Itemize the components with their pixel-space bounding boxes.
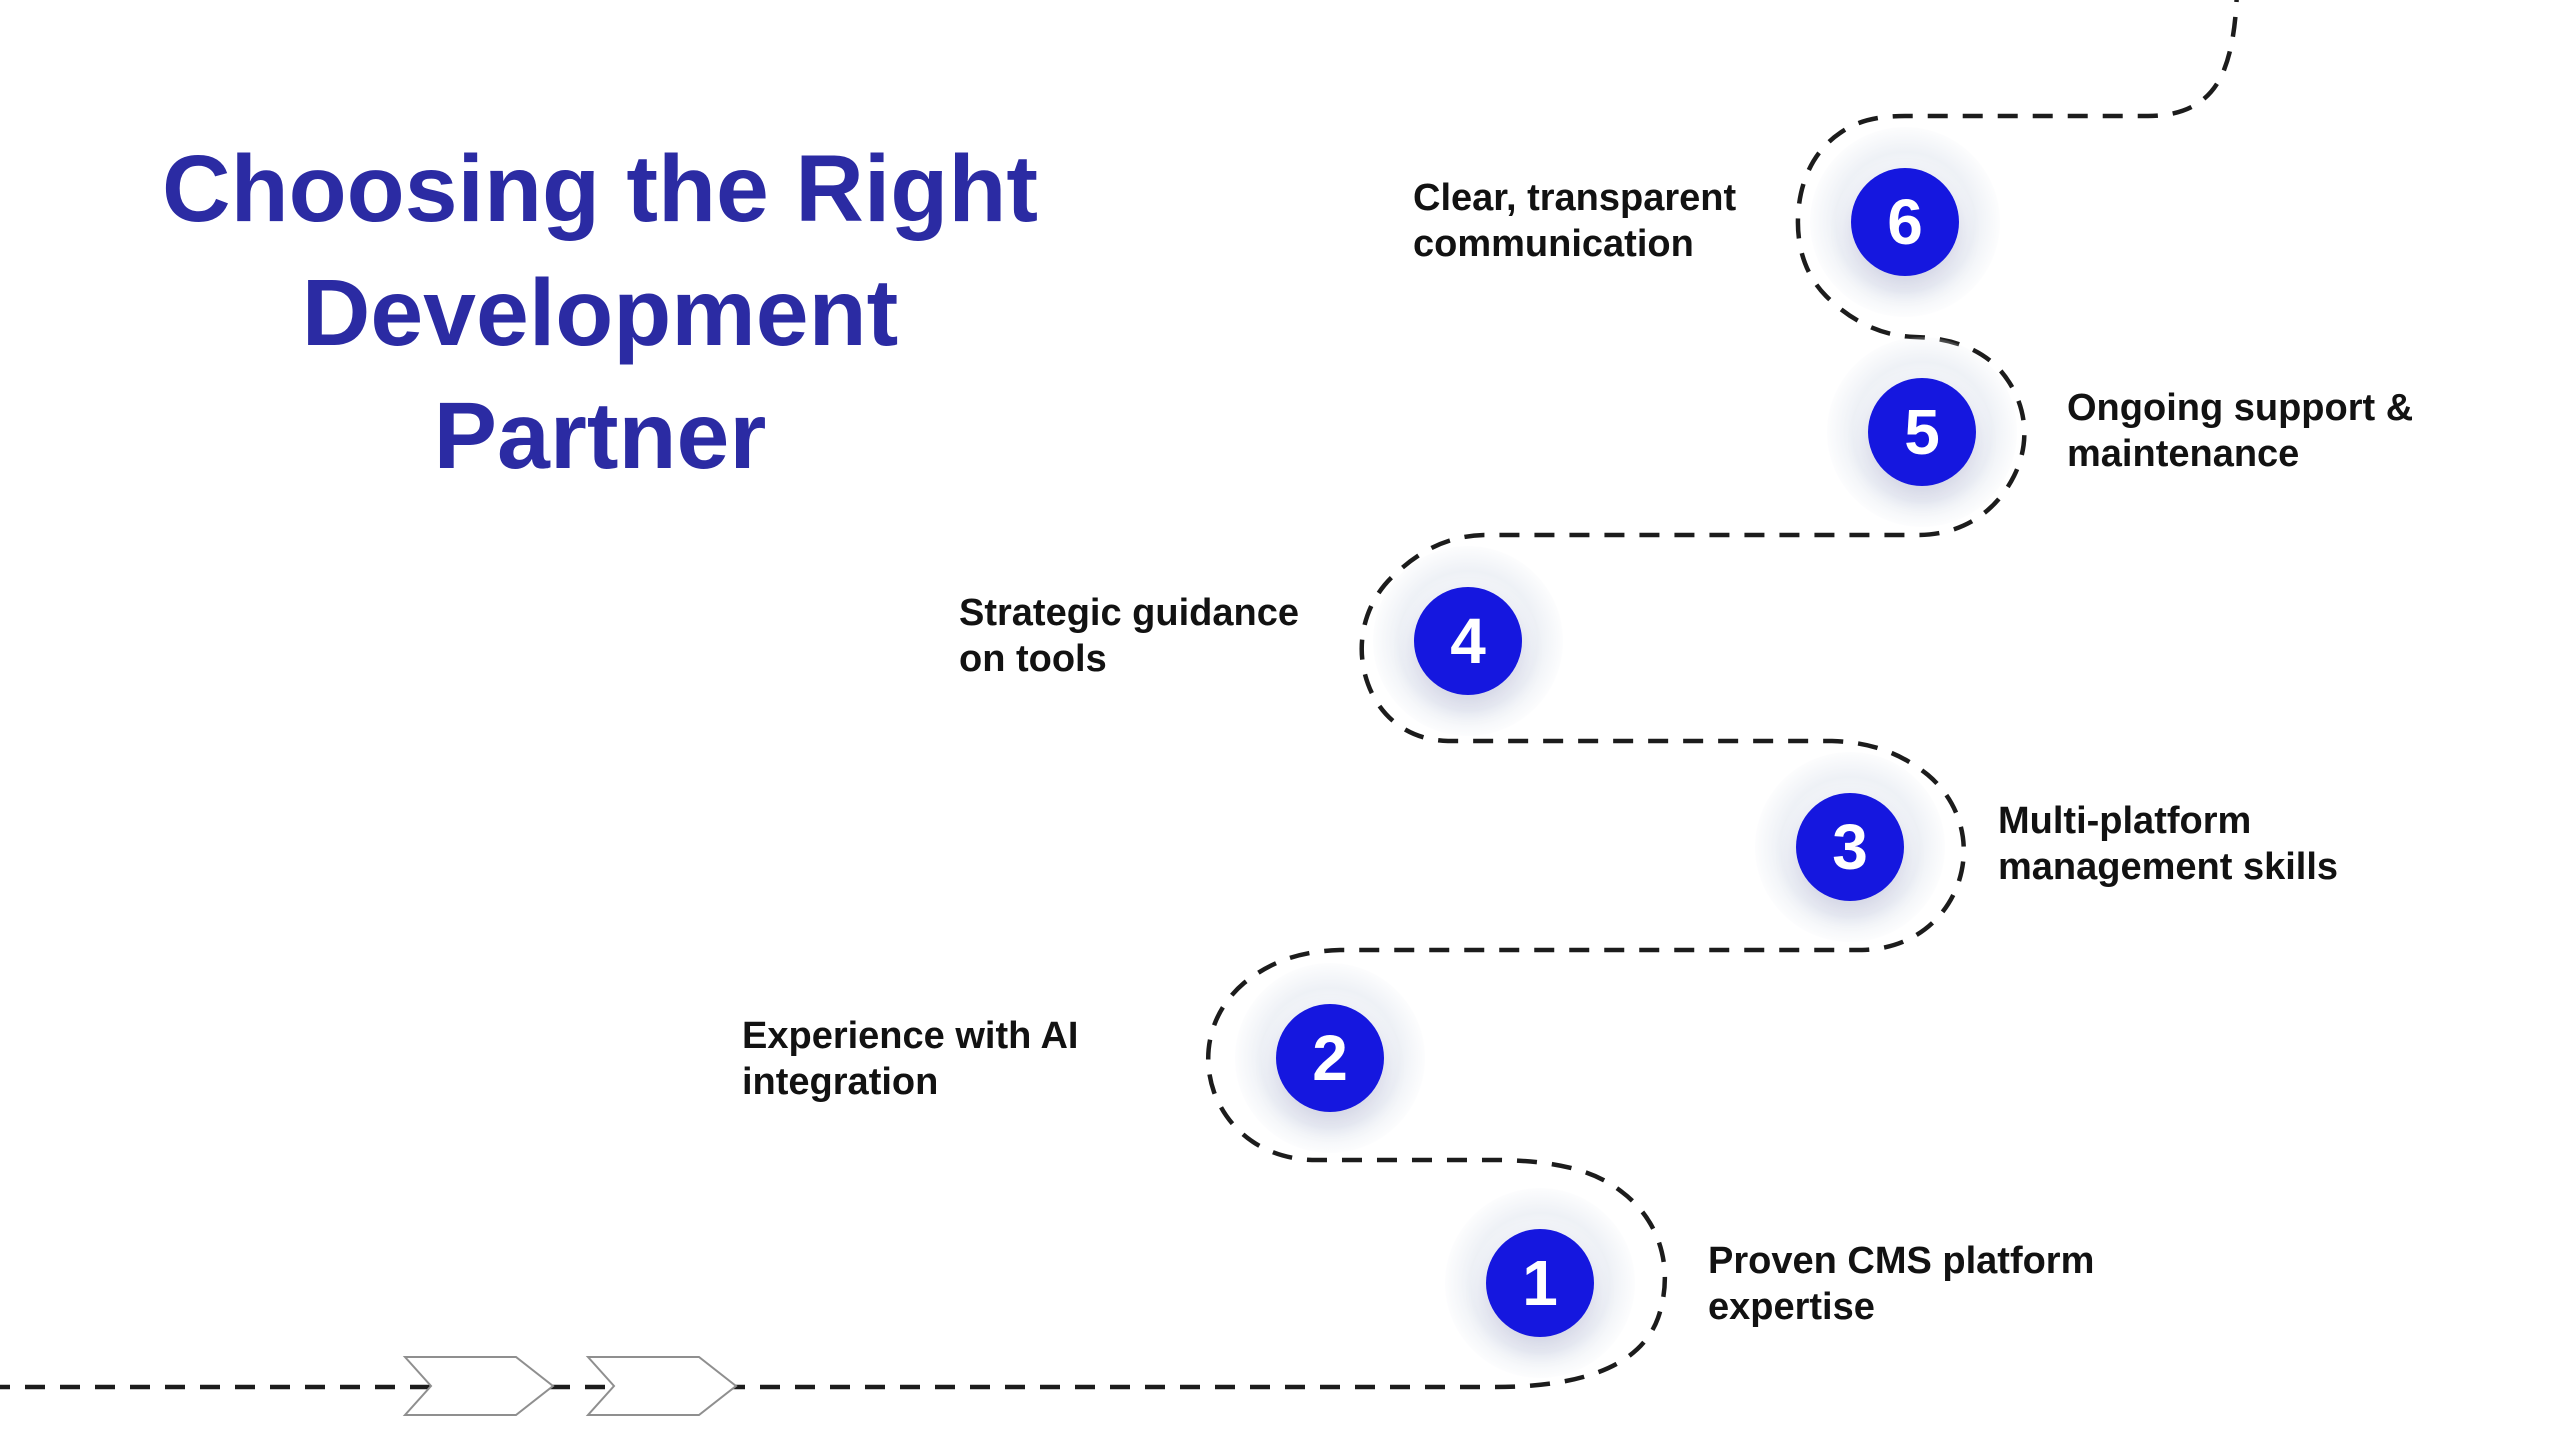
step-number-badge: 5 <box>1868 378 1976 486</box>
dashed-trail-path <box>0 0 2239 1390</box>
step-node-5: 5 <box>1827 337 2017 527</box>
step-label-5: Ongoing support & maintenance <box>2067 387 2414 476</box>
step-label-6: Clear, transparent communication <box>1413 177 1737 266</box>
page-title: Choosing the Right Development Partner <box>162 136 1038 489</box>
step-node-1: 1 <box>1445 1188 1635 1378</box>
step-node-6: 6 <box>1810 127 2000 317</box>
step-node-3: 3 <box>1755 752 1945 942</box>
step-label-1: Proven CMS platform expertise <box>1708 1240 2095 1329</box>
chevron-right-icon <box>585 1356 738 1416</box>
step-label-2: Experience with AI integration <box>742 1015 1079 1104</box>
step-number-badge: 4 <box>1414 587 1522 695</box>
step-node-2: 2 <box>1235 963 1425 1153</box>
step-number-badge: 1 <box>1486 1229 1594 1337</box>
chevron-right-icon <box>402 1356 555 1416</box>
step-node-4: 4 <box>1373 546 1563 736</box>
step-label-4: Strategic guidance on tools <box>959 592 1299 681</box>
step-label-3: Multi-platform management skills <box>1998 800 2339 889</box>
step-number-badge: 2 <box>1276 1004 1384 1112</box>
step-number-badge: 6 <box>1851 168 1959 276</box>
step-number-badge: 3 <box>1796 793 1904 901</box>
